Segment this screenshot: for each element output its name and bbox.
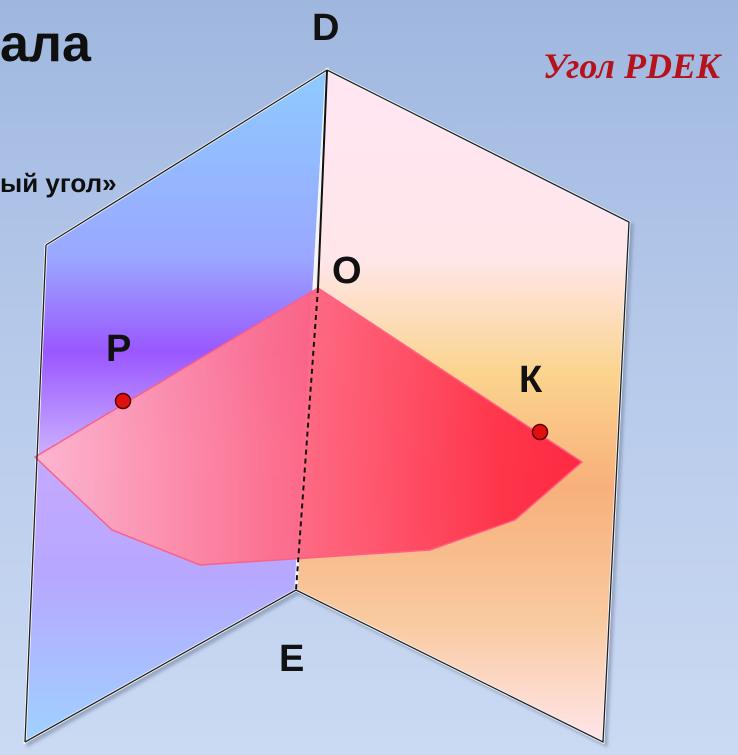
left-plane-outline-side bbox=[24, 244, 47, 743]
angle-caption: Угол PDEK bbox=[542, 46, 720, 86]
left-plane-outline bbox=[45, 69, 328, 246]
edge-visible-segment bbox=[317, 69, 328, 289]
label-e: E bbox=[279, 638, 304, 680]
left-plane-outline-bottom bbox=[24, 589, 297, 743]
point-k-marker bbox=[531, 423, 549, 441]
slide-title-fragment: ала bbox=[0, 15, 91, 73]
label-o: O bbox=[332, 250, 362, 292]
edge-hidden-segment bbox=[295, 287, 319, 591]
label-d: D bbox=[312, 7, 339, 49]
label-k: К bbox=[519, 359, 543, 401]
label-p: P bbox=[106, 328, 131, 370]
right-plane-outline bbox=[295, 69, 630, 744]
point-p-marker bbox=[114, 392, 132, 410]
slide-subtitle-fragment: ый угол» bbox=[0, 168, 117, 198]
